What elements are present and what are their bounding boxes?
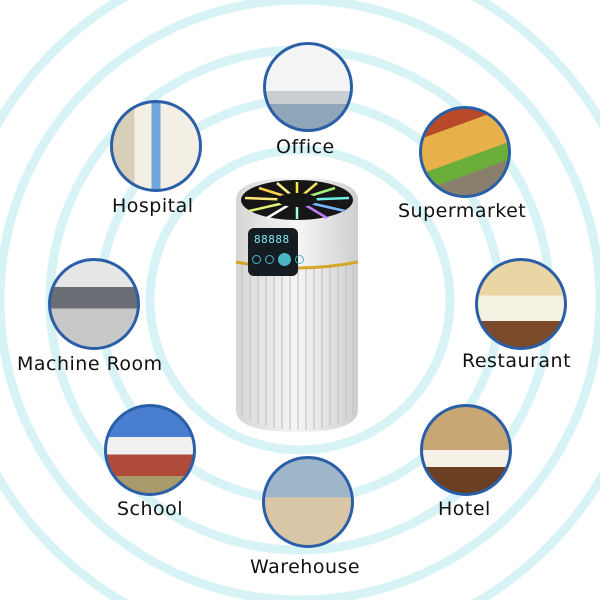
timer-icon[interactable]: [252, 255, 261, 264]
supermarket-label: Supermarket: [398, 200, 527, 222]
air-purifier-device: 88888: [232, 170, 362, 435]
office-image: [263, 42, 353, 132]
power-icon[interactable]: [278, 253, 291, 266]
school-label: School: [117, 498, 184, 520]
mode-icon[interactable]: [265, 255, 274, 264]
office-label: Office: [276, 136, 335, 158]
digital-display: 88888: [254, 233, 290, 246]
restaurant-image: [475, 258, 567, 350]
hotel-image: [420, 404, 512, 496]
touch-buttons: [252, 253, 304, 266]
purifier-body-icon: [235, 178, 359, 432]
restaurant-label: Restaurant: [462, 350, 572, 372]
warehouse-label: Warehouse: [250, 556, 361, 578]
supermarket-image: [419, 106, 511, 198]
hotel-label: Hotel: [438, 498, 491, 520]
machine-room-label: Machine Room: [17, 353, 163, 375]
hospital-image: [110, 100, 202, 192]
control-panel: 88888: [248, 228, 304, 276]
machine-room-image: [48, 258, 140, 350]
school-image: [104, 404, 196, 496]
fan-icon[interactable]: [295, 255, 304, 264]
warehouse-image: [262, 456, 354, 548]
hospital-label: Hospital: [112, 195, 194, 217]
